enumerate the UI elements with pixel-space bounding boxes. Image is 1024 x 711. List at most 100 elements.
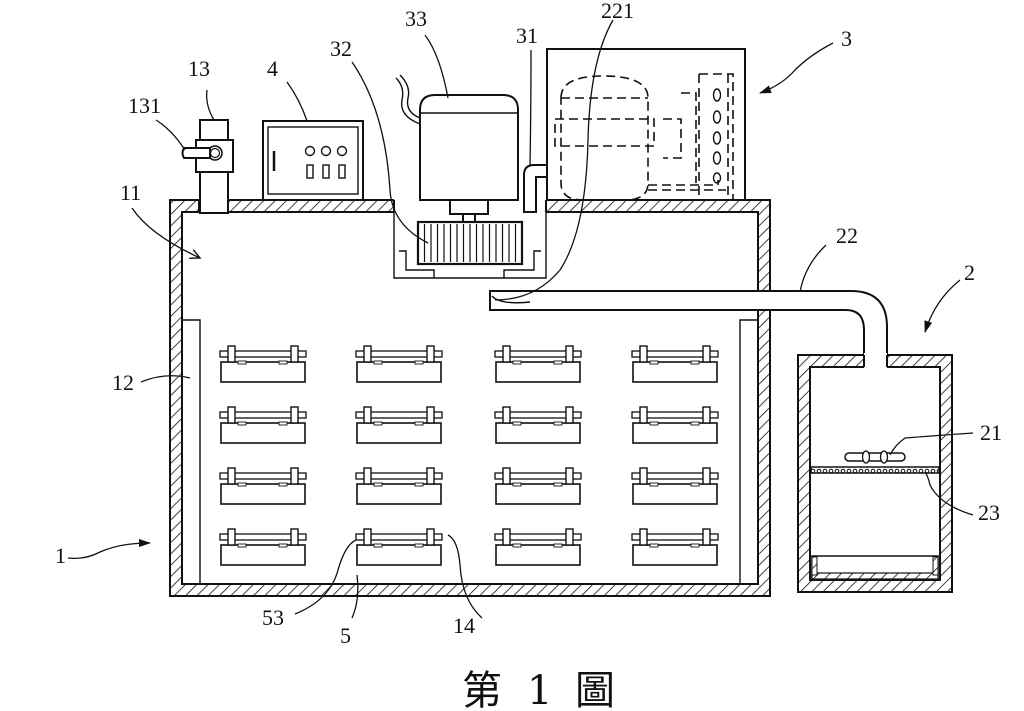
leader-5 xyxy=(351,574,359,619)
leader-33 xyxy=(424,34,449,99)
tray-base xyxy=(632,361,718,383)
switches xyxy=(306,164,346,179)
leader-13 xyxy=(206,89,215,121)
caption-prefix: 第 xyxy=(462,668,502,711)
label-3: 3 xyxy=(841,26,852,51)
tray-grid xyxy=(219,345,719,566)
clamp xyxy=(502,345,511,363)
label-21: 21 xyxy=(980,420,1002,445)
clamp xyxy=(363,345,372,363)
label-4: 4 xyxy=(267,56,278,81)
clamp xyxy=(702,467,711,485)
collection-tank xyxy=(797,353,953,593)
tray-base xyxy=(356,544,442,566)
tray xyxy=(355,406,443,444)
clamp xyxy=(565,467,574,485)
condenser-holes xyxy=(712,88,722,184)
leader-221 xyxy=(494,19,614,301)
compressor xyxy=(560,75,649,201)
leader-53 xyxy=(294,539,357,615)
clamp xyxy=(363,467,372,485)
tray xyxy=(631,528,719,566)
tray-base xyxy=(495,544,581,566)
tray xyxy=(219,406,307,444)
tray-base xyxy=(495,422,581,444)
figure-caption: 第 1 圖 xyxy=(462,668,615,711)
leader-4 xyxy=(286,81,308,122)
clamp xyxy=(426,406,435,424)
arrow-1 xyxy=(67,539,151,560)
filter-screen xyxy=(810,466,940,474)
label-12: 12 xyxy=(112,370,134,395)
tray-base xyxy=(220,422,306,444)
clamp xyxy=(227,406,236,424)
tray xyxy=(355,467,443,505)
caption-number: 1 xyxy=(527,668,552,711)
leader-12 xyxy=(140,375,191,383)
clamp xyxy=(290,406,299,424)
tray-base xyxy=(632,544,718,566)
clamp xyxy=(565,528,574,546)
motor xyxy=(395,74,519,223)
clamp xyxy=(639,467,648,485)
side-baffle-right xyxy=(739,319,757,584)
clamp xyxy=(426,528,435,546)
tray-base xyxy=(495,361,581,383)
tray-base xyxy=(220,483,306,505)
arrow-2 xyxy=(924,279,961,333)
tray-base xyxy=(356,483,442,505)
clamp xyxy=(426,345,435,363)
caption-suffix: 圖 xyxy=(575,668,615,711)
tray-base xyxy=(220,361,306,383)
tray-base xyxy=(495,483,581,505)
valve-pipe xyxy=(181,119,234,214)
clamp xyxy=(290,528,299,546)
label-131: 131 xyxy=(128,93,161,118)
tray xyxy=(631,467,719,505)
tray-base xyxy=(220,544,306,566)
label-32: 32 xyxy=(330,36,352,61)
tray xyxy=(494,528,582,566)
label-14: 14 xyxy=(453,613,475,638)
tray xyxy=(219,528,307,566)
clamp xyxy=(502,528,511,546)
tray xyxy=(219,467,307,505)
clamp xyxy=(702,528,711,546)
clamp xyxy=(227,467,236,485)
leader-23 xyxy=(924,471,974,516)
clamp xyxy=(565,345,574,363)
tray-base xyxy=(356,422,442,444)
clamp xyxy=(290,345,299,363)
tray xyxy=(494,406,582,444)
refrigeration-unit xyxy=(546,48,746,201)
indicator-lights xyxy=(304,145,348,157)
tray xyxy=(494,345,582,383)
leader-32 xyxy=(351,61,429,244)
label-13: 13 xyxy=(188,56,210,81)
clamp xyxy=(290,467,299,485)
tray xyxy=(355,345,443,383)
clamp xyxy=(639,528,648,546)
tray-base xyxy=(356,361,442,383)
clamp xyxy=(702,345,711,363)
clamp xyxy=(639,345,648,363)
arrow-3 xyxy=(759,42,834,94)
arrow-11 xyxy=(131,207,200,258)
label-11: 11 xyxy=(120,180,141,205)
valve-handle xyxy=(181,147,211,159)
tray xyxy=(355,528,443,566)
tray xyxy=(219,345,307,383)
tray-base xyxy=(632,422,718,444)
label-23: 23 xyxy=(978,500,1000,525)
clamp xyxy=(227,345,236,363)
clamp xyxy=(502,406,511,424)
side-baffle-left xyxy=(183,319,201,584)
leader-131 xyxy=(155,119,186,151)
label-31: 31 xyxy=(516,23,538,48)
clamp xyxy=(502,467,511,485)
clamp xyxy=(363,406,372,424)
fan-housing xyxy=(393,212,547,279)
duct-inlet xyxy=(491,295,531,304)
label-221: 221 xyxy=(601,0,634,23)
